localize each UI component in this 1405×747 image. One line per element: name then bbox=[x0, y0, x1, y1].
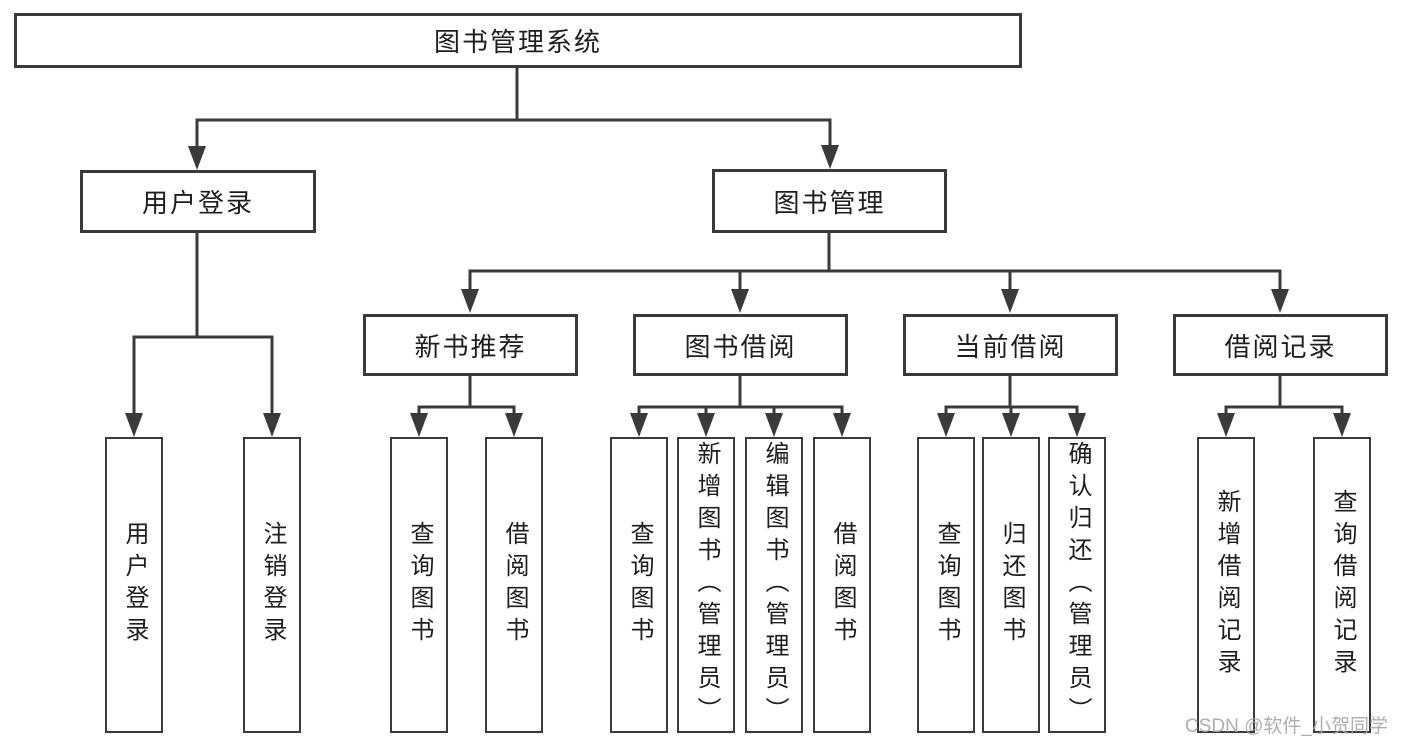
arrow-down-icon bbox=[461, 289, 479, 313]
arrow-down-icon bbox=[1068, 413, 1086, 437]
arrow-down-icon bbox=[937, 413, 955, 437]
node-label: 用户登录 bbox=[121, 521, 148, 649]
node-borrowing-records: 借阅记录 bbox=[1173, 314, 1388, 376]
node-label: 借阅记录 bbox=[1224, 331, 1337, 362]
arrow-down-icon bbox=[125, 413, 143, 437]
node-leaf-br-add-record: 新增借阅记录 bbox=[1197, 437, 1255, 733]
node-label: 新增图书（管理员） bbox=[693, 441, 720, 729]
node-leaf-cb-confirm-return-admin: 确认归还（管理员） bbox=[1048, 437, 1106, 733]
node-label: 新增借阅记录 bbox=[1213, 489, 1240, 681]
node-book-borrowing: 图书借阅 bbox=[633, 314, 848, 376]
edge-newbookrec-to-leaves bbox=[417, 376, 516, 414]
edge-root-to-level2 bbox=[195, 68, 832, 147]
node-label: 查询图书 bbox=[406, 521, 433, 649]
node-new-book-recommend: 新书推荐 bbox=[363, 314, 578, 376]
node-library-system: 图书管理系统 bbox=[14, 13, 1022, 68]
edge-bookborrow-to-leaves bbox=[637, 376, 844, 414]
arrow-down-icon bbox=[1001, 289, 1019, 313]
node-leaf-bb-edit-books-admin: 编辑图书（管理员） bbox=[745, 437, 803, 733]
node-label: 图书管理系统 bbox=[433, 27, 602, 57]
arrow-down-icon bbox=[697, 413, 715, 437]
node-leaf-cb-return-books: 归还图书 bbox=[982, 437, 1040, 733]
watermark: CSDN @软件_小贺同学 bbox=[1185, 716, 1388, 737]
node-label: 查询借阅记录 bbox=[1329, 489, 1356, 681]
arrow-down-icon bbox=[188, 146, 206, 170]
arrow-down-icon bbox=[410, 413, 428, 437]
edge-borrowrecord-to-leaves bbox=[1224, 376, 1344, 414]
node-label: 注销登录 bbox=[259, 521, 286, 649]
arrow-down-icon bbox=[731, 289, 749, 313]
arrow-down-icon bbox=[1333, 413, 1351, 437]
node-leaf-bb-add-books-admin: 新增图书（管理员） bbox=[677, 437, 735, 733]
arrow-down-icon bbox=[630, 413, 648, 437]
edge-userlogin-to-leaves bbox=[132, 233, 274, 414]
node-label: 图书借阅 bbox=[684, 331, 797, 362]
node-label: 图书管理 bbox=[773, 187, 886, 218]
node-user-login-branch: 用户登录 bbox=[80, 170, 316, 233]
node-label: 当前借阅 bbox=[954, 331, 1067, 362]
arrow-down-icon bbox=[765, 413, 783, 437]
node-label: 归还图书 bbox=[998, 521, 1025, 649]
node-label: 借阅图书 bbox=[829, 521, 856, 649]
node-label: 新书推荐 bbox=[414, 331, 527, 362]
node-current-borrowing: 当前借阅 bbox=[903, 314, 1118, 376]
node-leaf-user-login: 用户登录 bbox=[105, 437, 163, 733]
node-leaf-nbr-borrow-books: 借阅图书 bbox=[485, 437, 543, 733]
node-label: 用户登录 bbox=[141, 188, 254, 218]
node-leaf-bb-query-books: 查询图书 bbox=[610, 437, 668, 733]
node-leaf-cb-query-books: 查询图书 bbox=[917, 437, 975, 733]
arrow-down-icon bbox=[1271, 289, 1289, 313]
node-label: 查询图书 bbox=[933, 521, 960, 649]
arrow-down-icon bbox=[263, 413, 281, 437]
arrow-down-icon bbox=[505, 413, 523, 437]
node-label: 编辑图书（管理员） bbox=[761, 441, 788, 729]
node-label: 查询图书 bbox=[626, 521, 653, 649]
node-leaf-logout: 注销登录 bbox=[243, 437, 301, 733]
node-leaf-nbr-query-books: 查询图书 bbox=[390, 437, 448, 733]
node-leaf-br-query-record: 查询借阅记录 bbox=[1313, 437, 1371, 733]
node-label: 确认归还（管理员） bbox=[1064, 441, 1091, 729]
arrow-down-icon bbox=[833, 413, 851, 437]
edge-bookmgmt-to-level3 bbox=[468, 233, 1282, 290]
node-label: 借阅图书 bbox=[501, 521, 528, 649]
arrow-down-icon bbox=[1217, 413, 1235, 437]
edge-currentborrow-to-leaves bbox=[944, 376, 1079, 414]
node-leaf-bb-borrow-books: 借阅图书 bbox=[813, 437, 871, 733]
node-book-management-branch: 图书管理 bbox=[712, 169, 947, 233]
arrow-down-icon bbox=[821, 145, 839, 169]
arrow-down-icon bbox=[1002, 413, 1020, 437]
